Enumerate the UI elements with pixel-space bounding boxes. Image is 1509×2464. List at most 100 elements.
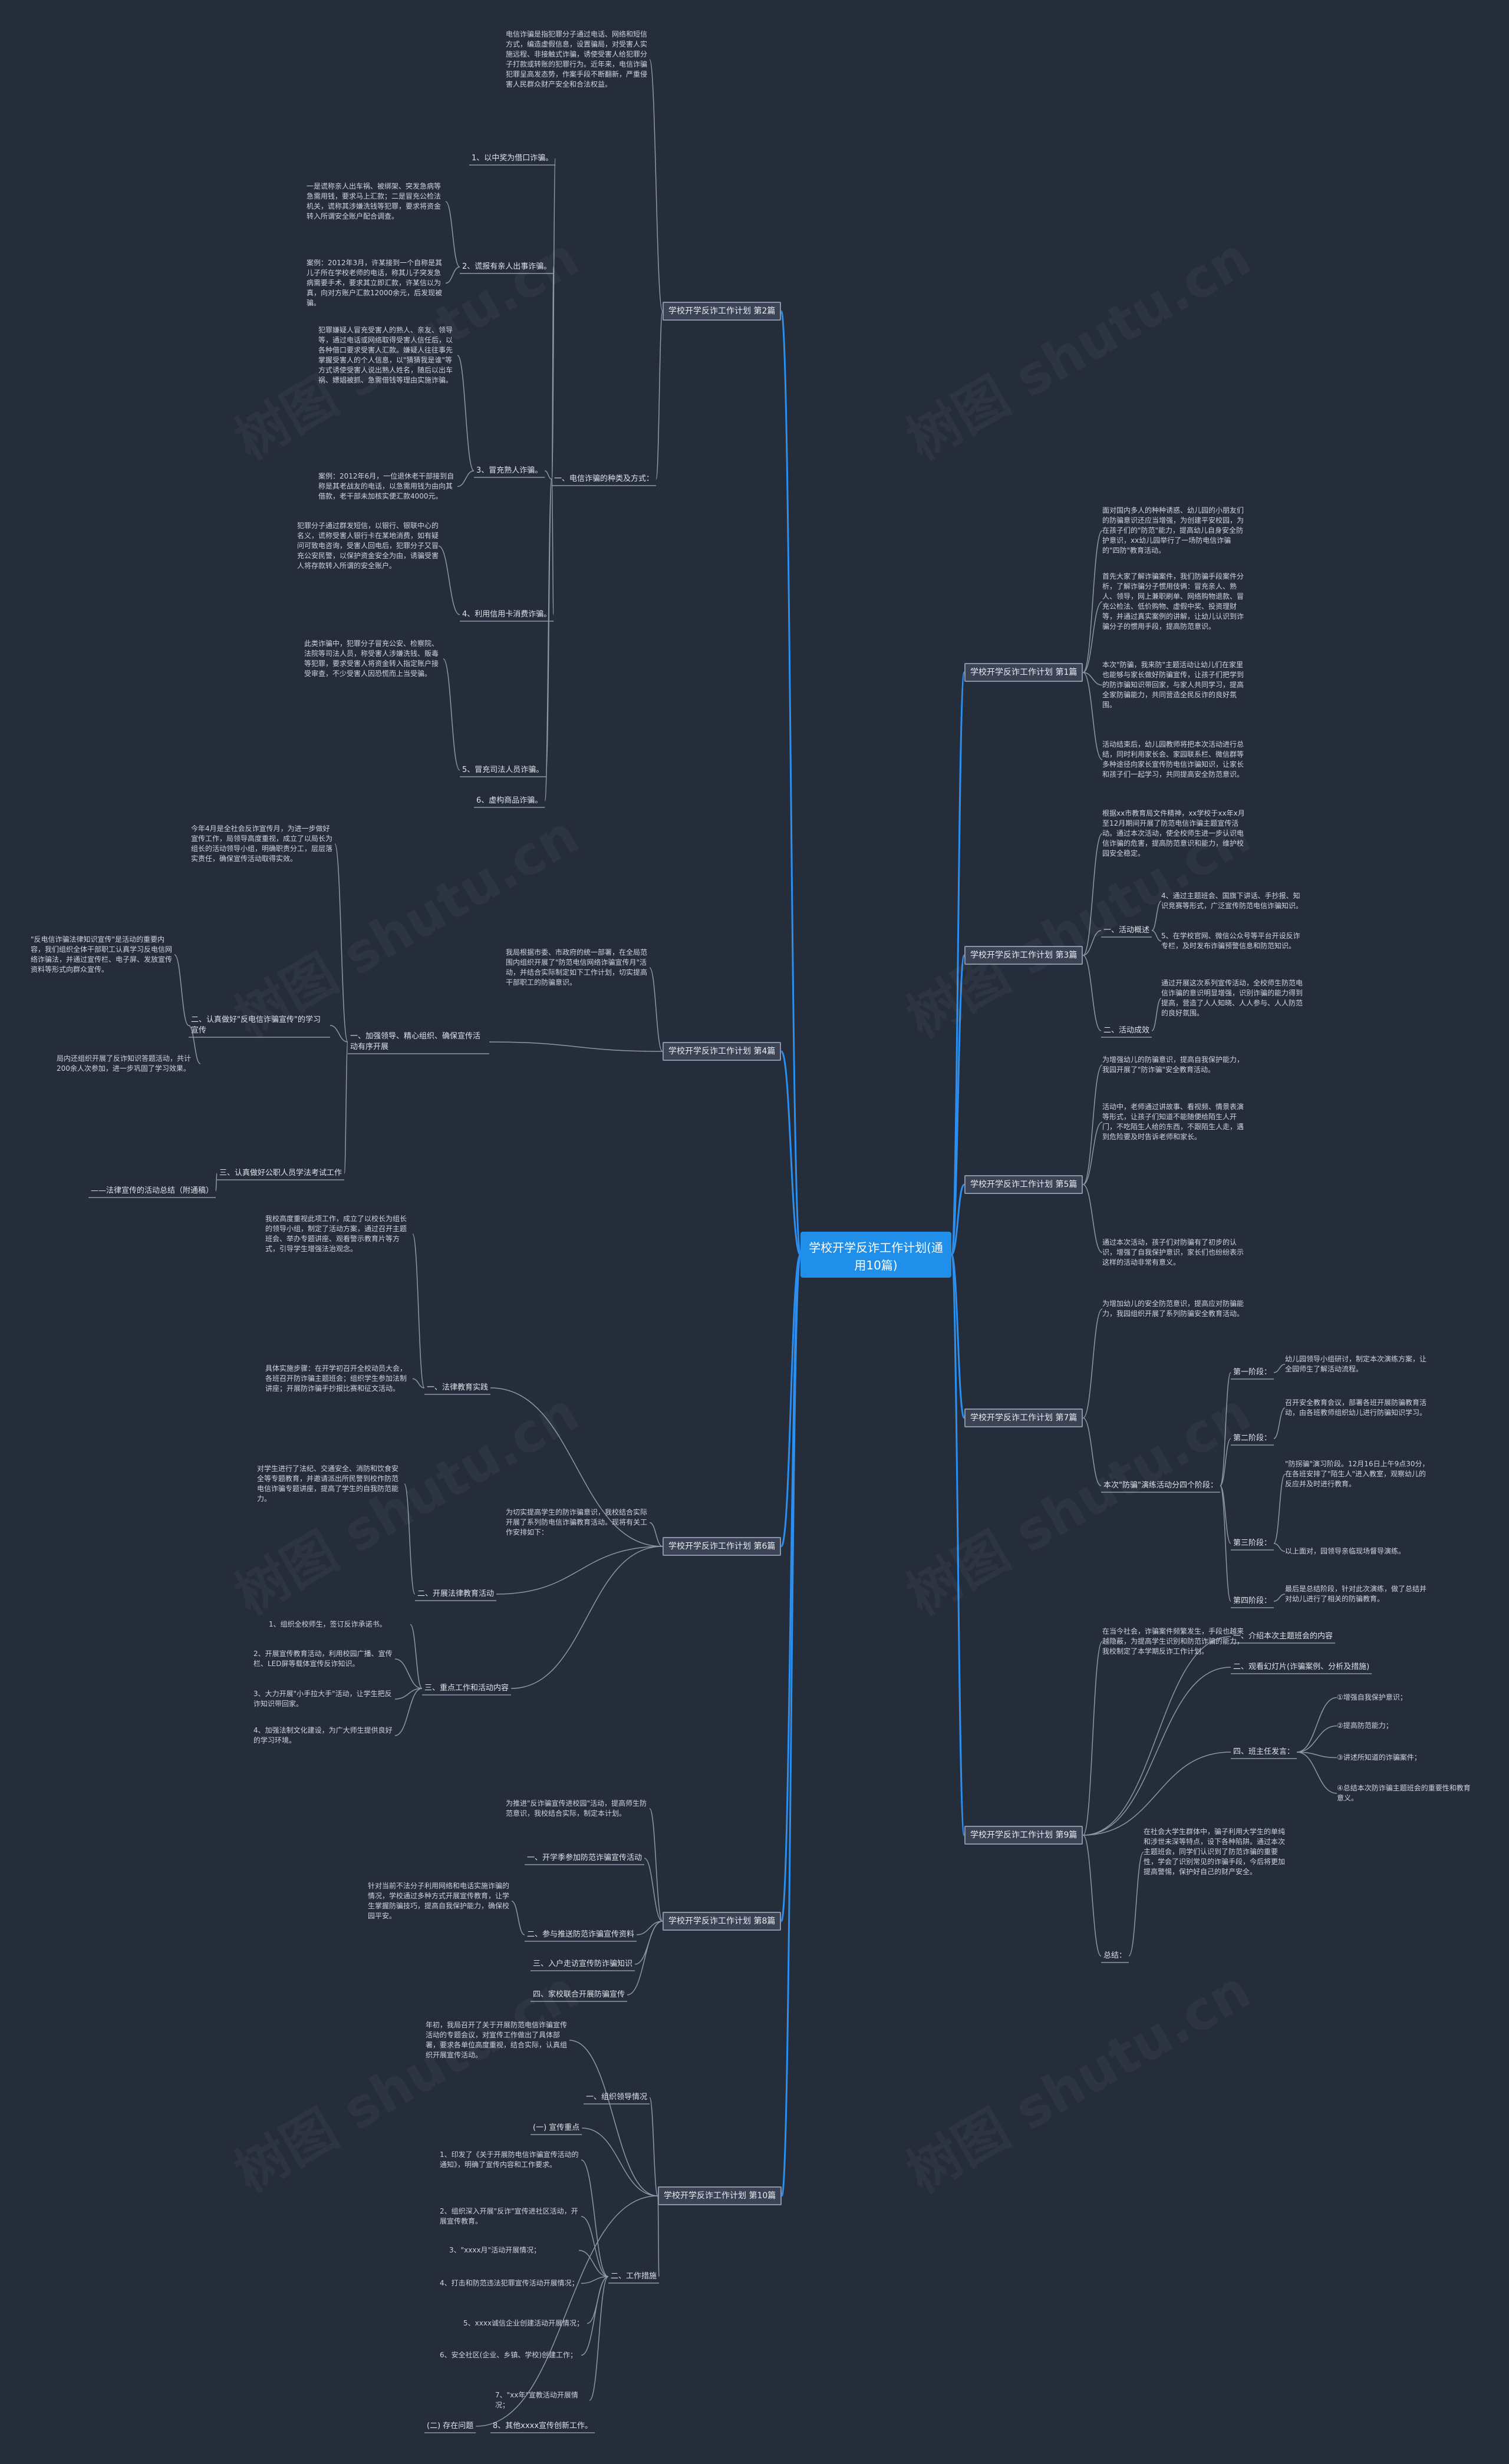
branch-p6-sub-1-text-2: 具体实施步骤：在开学初召开全校动员大会，各班召开防诈骗主题班会；组织学生参加法制… [265, 1364, 407, 1393]
branch-p8[interactable]: 学校开学反诈工作计划 第8篇 [663, 1912, 782, 1931]
branch-p3[interactable]: 学校开学反诈工作计划 第3篇 [964, 946, 1083, 965]
branch-p7-stage-4-text: 最后是总结阶段，针对此次演练，做了总结并对幼儿进行了相关的防骗教育。 [1285, 1585, 1427, 1603]
branch-p8-sub-1[interactable]: 一、开学季参加防范诈骗宣传活动 [527, 1853, 643, 1862]
connector-line [445, 266, 460, 284]
branch-p2-sub-3[interactable]: 3、冒充熟人诈骗。 [476, 466, 543, 475]
branch-p4-sub-2[interactable]: 二、认真做好"反电信诈骗宣传"的学习宣传 [191, 1015, 321, 1035]
branch-p4-sub-1[interactable]: 一、加强领导、精心组织、确保宣传活动有序开展 [350, 1032, 481, 1051]
branch-p7-stage-4[interactable]: 第四阶段： [1233, 1597, 1272, 1605]
branch-p9-sub-1[interactable]: 一、介绍本次主题班会的内容 [1233, 1632, 1333, 1641]
branch-p5[interactable]: 学校开学反诈工作计划 第5篇 [964, 1175, 1083, 1194]
connector-line [780, 310, 802, 1256]
branch-p9[interactable]: 学校开学反诈工作计划 第9篇 [964, 1826, 1083, 1845]
branch-p2-sub-0[interactable]: 一、电信诈骗的种类及方式： [554, 474, 654, 483]
branch-p9-sub-3[interactable]: 四、班主任发言： [1233, 1747, 1295, 1756]
connector-line [1083, 930, 1102, 956]
connector-line [1273, 1364, 1286, 1373]
branch-p6-sub-1-text-1: 我校高度重视此项工作，成立了以校长为组长的领导小组，制定了活动方案，通过召开主题… [265, 1215, 407, 1253]
branch-p3-sub-1-text-1: 4、通过主题班会、国旗下讲话、手抄报、知识竞赛等形式，广泛宣传防范电信诈骗知识。 [1161, 892, 1303, 910]
connector-line [1083, 672, 1103, 686]
branch-p7-sub-1[interactable]: 本次"防骗"演练活动分四个阶段： [1103, 1481, 1218, 1490]
connector-line [489, 1041, 663, 1052]
branch-p9-sub-4[interactable]: 总结： [1103, 1951, 1127, 1960]
connector-line [412, 1378, 425, 1388]
connector-line [1082, 1641, 1103, 1836]
branch-p7-stage-1[interactable]: 第一阶段： [1233, 1368, 1272, 1377]
branch-p6-sub-3-text-3: 3、大力开展"小手拉大手"活动，让学生把反诈知识带回家。 [253, 1690, 392, 1708]
connector-line [496, 1546, 663, 1595]
branch-p1[interactable]: 学校开学反诈工作计划 第1篇 [964, 663, 1083, 682]
connector-line [1273, 1543, 1286, 1552]
connector-line [1220, 1485, 1231, 1602]
branch-p4-sub-3-text-1[interactable]: ——法律宣传的活动总结（附通稿） [91, 1186, 214, 1195]
branch-p6-sub-3-text-2: 2、开展宣传教育活动，利用校园广播、宣传栏、LED屏等载体宣传反诈知识。 [253, 1650, 393, 1668]
root-topic[interactable]: 学校开学反诈工作计划(通用10篇) [800, 1232, 951, 1278]
branch-p10-sub-1[interactable]: 一、组织领导情况 [586, 2093, 648, 2102]
branch-p2-sub-5[interactable]: 5、冒充司法人员诈骗。 [462, 766, 544, 774]
connector-line [627, 1921, 663, 1995]
connector-line [950, 954, 966, 1256]
branch-p8-sub-2[interactable]: 二、参与推送防范诈骗宣传资料 [527, 1930, 635, 1939]
connector-line [404, 1483, 416, 1595]
branch-p3-sub-1[interactable]: 一、活动概述 [1103, 926, 1150, 935]
branch-p4-sub-2-text-2: 局内还组织开展了反诈知识答题活动，共计200余人次参加，进一步巩固了学习效果。 [57, 1054, 192, 1073]
branch-p7[interactable]: 学校开学反诈工作计划 第7篇 [964, 1409, 1083, 1427]
connector-line [1082, 833, 1103, 956]
branch-p7-stage-2[interactable]: 第二阶段： [1233, 1434, 1272, 1443]
connector-line [649, 2097, 658, 2196]
connector-line [1273, 1473, 1286, 1544]
connector-line [569, 2040, 658, 2196]
connector-line [1082, 1064, 1103, 1185]
branch-p3-sub-2[interactable]: 二、活动成效 [1103, 1026, 1150, 1035]
connector-line [174, 954, 189, 1026]
branch-p8-sub-3[interactable]: 三、入户走访宣传防诈骗知识 [533, 1960, 633, 1968]
branch-p7-intro: 为增加幼儿的安全防范意识，提高应对防骗能力，我园组织开展了系列防骗安全教育活动。 [1102, 1299, 1244, 1318]
branch-p10-sub-2[interactable]: (一) 宣传重点 [533, 2123, 580, 2132]
branch-p9-sub-3-text-2: ②提高防范能力； [1337, 1721, 1393, 1730]
connector-line [394, 1688, 423, 1700]
branch-p8-intro-2: 针对当前不法分子利用网络和电话实施诈骗的情况，学校通过多种方式开展宣传教育，让学… [368, 1882, 510, 1920]
connector-line [649, 967, 663, 1052]
branch-p10-sub-4-text[interactable]: 8、其他xxxx宣传创新工作。 [493, 2422, 593, 2430]
branch-p10-sub-3[interactable]: 二、工作措施 [611, 2272, 657, 2281]
connector-line [582, 2127, 658, 2196]
branch-p2-sub-6[interactable]: 6、虚构商品诈骗。 [476, 796, 543, 805]
branch-p1-text-4: 活动结束后，幼儿园教师将把本次活动进行总结，同时利用家长会、家园联系栏、微信群等… [1102, 740, 1244, 779]
branch-p2-sub-1[interactable]: 1、以中奖为借口诈骗。 [472, 154, 553, 163]
branch-p6-sub-3[interactable]: 三、重点工作和活动内容 [424, 1684, 509, 1693]
connector-line [215, 1173, 218, 1192]
branch-p8-sub-4[interactable]: 四、家校联合开展防骗宣传 [533, 1990, 625, 1999]
branch-p10[interactable]: 学校开学反诈工作计划 第10篇 [658, 2186, 782, 2205]
branch-p7-stage-3[interactable]: 第三阶段： [1233, 1539, 1272, 1548]
connector-line [657, 2195, 660, 2277]
connector-line [636, 1921, 663, 1935]
branch-p10-sub-3-text-3: 3、"xxxx月"活动开展情况； [449, 2246, 541, 2254]
branch-p2-sub-4[interactable]: 4、利用信用卡消费诈骗。 [462, 610, 552, 619]
branch-p6-sub-1[interactable]: 一、法律教育实践 [427, 1383, 489, 1392]
branch-p9-sub-2[interactable]: 二、观看幻灯片(诈骗案例、分析及措施) [1233, 1663, 1370, 1671]
connector-line [644, 1858, 663, 1922]
branch-p6-sub-2[interactable]: 二、开展法律教育活动 [417, 1589, 495, 1598]
connector-line [780, 1050, 802, 1256]
branch-p7-stage-2-text: 召开安全教育会议，部署各班开展防骗教育活动，由各班教师组织幼儿进行防骗知识学习。 [1285, 1398, 1427, 1417]
branch-p4[interactable]: 学校开学反诈工作计划 第4篇 [663, 1042, 782, 1061]
connector-line [1083, 1751, 1231, 1836]
connector-line [1220, 1485, 1231, 1544]
branch-p2-sub-2-text-2: 案例：2012年3月，许某接到一个自称是其儿子所在学校老师的电话，称其儿子突发急… [307, 259, 443, 307]
branch-p6[interactable]: 学校开学反诈工作计划 第6篇 [663, 1537, 782, 1556]
connector-line [649, 1522, 663, 1547]
branch-p6-sub-2-text-1: 对学生进行了法纪、交通安全、消防和饮食安全等专题教育，并邀请派出所民警到校作防范… [257, 1464, 399, 1503]
branch-p4-sub-3[interactable]: 三、认真做好公职人员学法考试工作 [219, 1169, 342, 1177]
branch-p10-sub-4[interactable]: (二) 存在问题 [427, 2422, 474, 2430]
connector-line [438, 545, 460, 615]
branch-p4-sub-1-text-1: 今年4月是全社会反诈宣传月，为进一步做好宣传工作，局领导高度重视，成立了以局长为… [191, 824, 333, 863]
connector-line [1082, 955, 1102, 1031]
branch-p2[interactable]: 学校开学反诈工作计划 第2篇 [663, 302, 782, 321]
connector-line [1083, 1636, 1231, 1836]
connector-line [1220, 1438, 1231, 1486]
connector-line [1297, 1725, 1337, 1753]
branch-p5-text-1: 为增强幼儿的防骗意识，提高自我保护能力，我园开展了"防诈骗"安全教育活动。 [1102, 1055, 1244, 1074]
branch-p2-sub-2[interactable]: 2、谎报有亲人出事诈骗。 [462, 262, 552, 271]
